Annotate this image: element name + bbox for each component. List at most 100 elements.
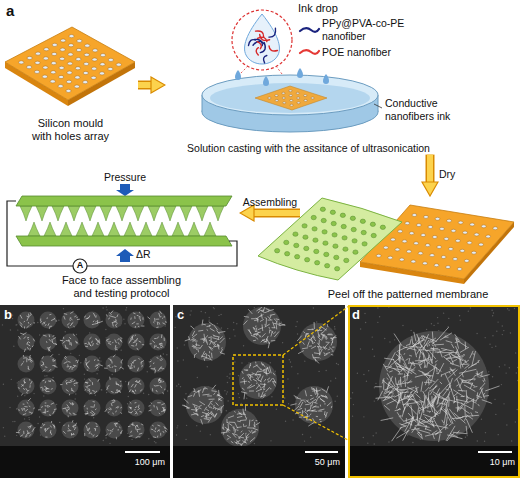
nanofiber-cluster bbox=[40, 354, 58, 372]
fiber bbox=[18, 429, 20, 431]
fiber bbox=[276, 318, 280, 320]
fiber bbox=[155, 427, 157, 429]
mould-holes bbox=[268, 90, 314, 106]
fiber bbox=[129, 406, 131, 408]
speck bbox=[489, 343, 490, 344]
fiber bbox=[240, 381, 247, 382]
speck bbox=[205, 312, 206, 313]
fiber bbox=[46, 391, 49, 392]
fiber bbox=[130, 402, 132, 404]
fiber bbox=[119, 391, 121, 393]
fiber bbox=[85, 346, 88, 347]
fiber bbox=[85, 413, 89, 414]
fiber bbox=[25, 409, 28, 411]
fiber bbox=[269, 366, 271, 373]
mould-hole bbox=[451, 229, 456, 232]
fiber bbox=[150, 361, 152, 362]
fiber bbox=[256, 328, 257, 332]
fiber bbox=[20, 322, 23, 325]
fiber bbox=[92, 323, 95, 325]
speck bbox=[334, 328, 335, 329]
fiber bbox=[116, 389, 117, 391]
nanofiber-cluster bbox=[84, 378, 101, 395]
speck bbox=[39, 416, 40, 417]
speck bbox=[410, 330, 411, 331]
speck bbox=[240, 403, 241, 404]
fiber bbox=[165, 430, 167, 432]
fiber bbox=[24, 326, 25, 328]
fiber bbox=[188, 395, 193, 397]
fiber bbox=[157, 425, 160, 426]
speck bbox=[183, 359, 184, 360]
mould-hole bbox=[453, 257, 458, 260]
fiber bbox=[142, 317, 143, 320]
fiber bbox=[43, 370, 46, 372]
fiber bbox=[265, 324, 270, 327]
membrane-cone bbox=[341, 224, 346, 228]
speck bbox=[375, 432, 376, 433]
speck bbox=[284, 397, 285, 398]
fiber bbox=[119, 427, 121, 428]
speck bbox=[470, 307, 471, 308]
fiber bbox=[23, 355, 24, 357]
cluster-core bbox=[150, 400, 167, 417]
fiber bbox=[211, 353, 213, 358]
membrane-cone bbox=[312, 227, 317, 231]
sem-panels bbox=[0, 305, 520, 478]
fiber bbox=[87, 366, 89, 369]
fiber bbox=[256, 422, 260, 424]
fiber bbox=[106, 388, 108, 390]
membrane-cone bbox=[371, 233, 376, 237]
cone bbox=[188, 222, 200, 236]
fiber bbox=[20, 325, 22, 328]
speck bbox=[402, 325, 403, 326]
fiber bbox=[30, 381, 32, 384]
membrane-cone bbox=[340, 213, 345, 217]
speck bbox=[17, 329, 18, 330]
fiber bbox=[217, 330, 220, 334]
cluster-core bbox=[62, 312, 79, 329]
fiber bbox=[244, 425, 246, 427]
speck bbox=[226, 376, 227, 377]
fiber bbox=[152, 388, 153, 391]
cluster-core bbox=[40, 312, 57, 329]
fiber bbox=[192, 404, 197, 406]
fiber bbox=[201, 415, 204, 416]
speck bbox=[184, 344, 185, 345]
speck bbox=[437, 323, 438, 324]
fiber bbox=[117, 338, 119, 340]
speck bbox=[101, 389, 102, 390]
fiber bbox=[54, 360, 56, 362]
cluster-core bbox=[128, 334, 145, 351]
fiber bbox=[215, 413, 217, 417]
fiber bbox=[266, 309, 270, 311]
fiber bbox=[273, 378, 276, 383]
cone bbox=[92, 222, 104, 236]
fiber bbox=[132, 322, 135, 324]
fiber bbox=[155, 345, 157, 347]
speck bbox=[123, 318, 124, 319]
fiber bbox=[249, 390, 254, 391]
cluster-core bbox=[84, 400, 101, 417]
speck bbox=[288, 403, 289, 404]
fiber bbox=[159, 378, 160, 381]
fiber bbox=[263, 389, 265, 391]
fiber bbox=[429, 339, 431, 341]
fiber bbox=[65, 356, 67, 358]
fiber bbox=[87, 361, 89, 363]
speck bbox=[16, 324, 17, 325]
fiber bbox=[116, 423, 118, 424]
fiber bbox=[135, 402, 137, 403]
fiber bbox=[129, 389, 131, 392]
fiber bbox=[150, 403, 152, 404]
fiber bbox=[132, 390, 134, 392]
fiber bbox=[440, 333, 452, 340]
fiber bbox=[71, 434, 74, 436]
speck bbox=[233, 322, 234, 323]
speck bbox=[335, 378, 336, 379]
zoom-line bbox=[276, 66, 282, 74]
speck bbox=[11, 379, 12, 380]
fiber bbox=[49, 339, 51, 341]
fiber bbox=[134, 409, 136, 411]
fiber bbox=[137, 429, 141, 431]
